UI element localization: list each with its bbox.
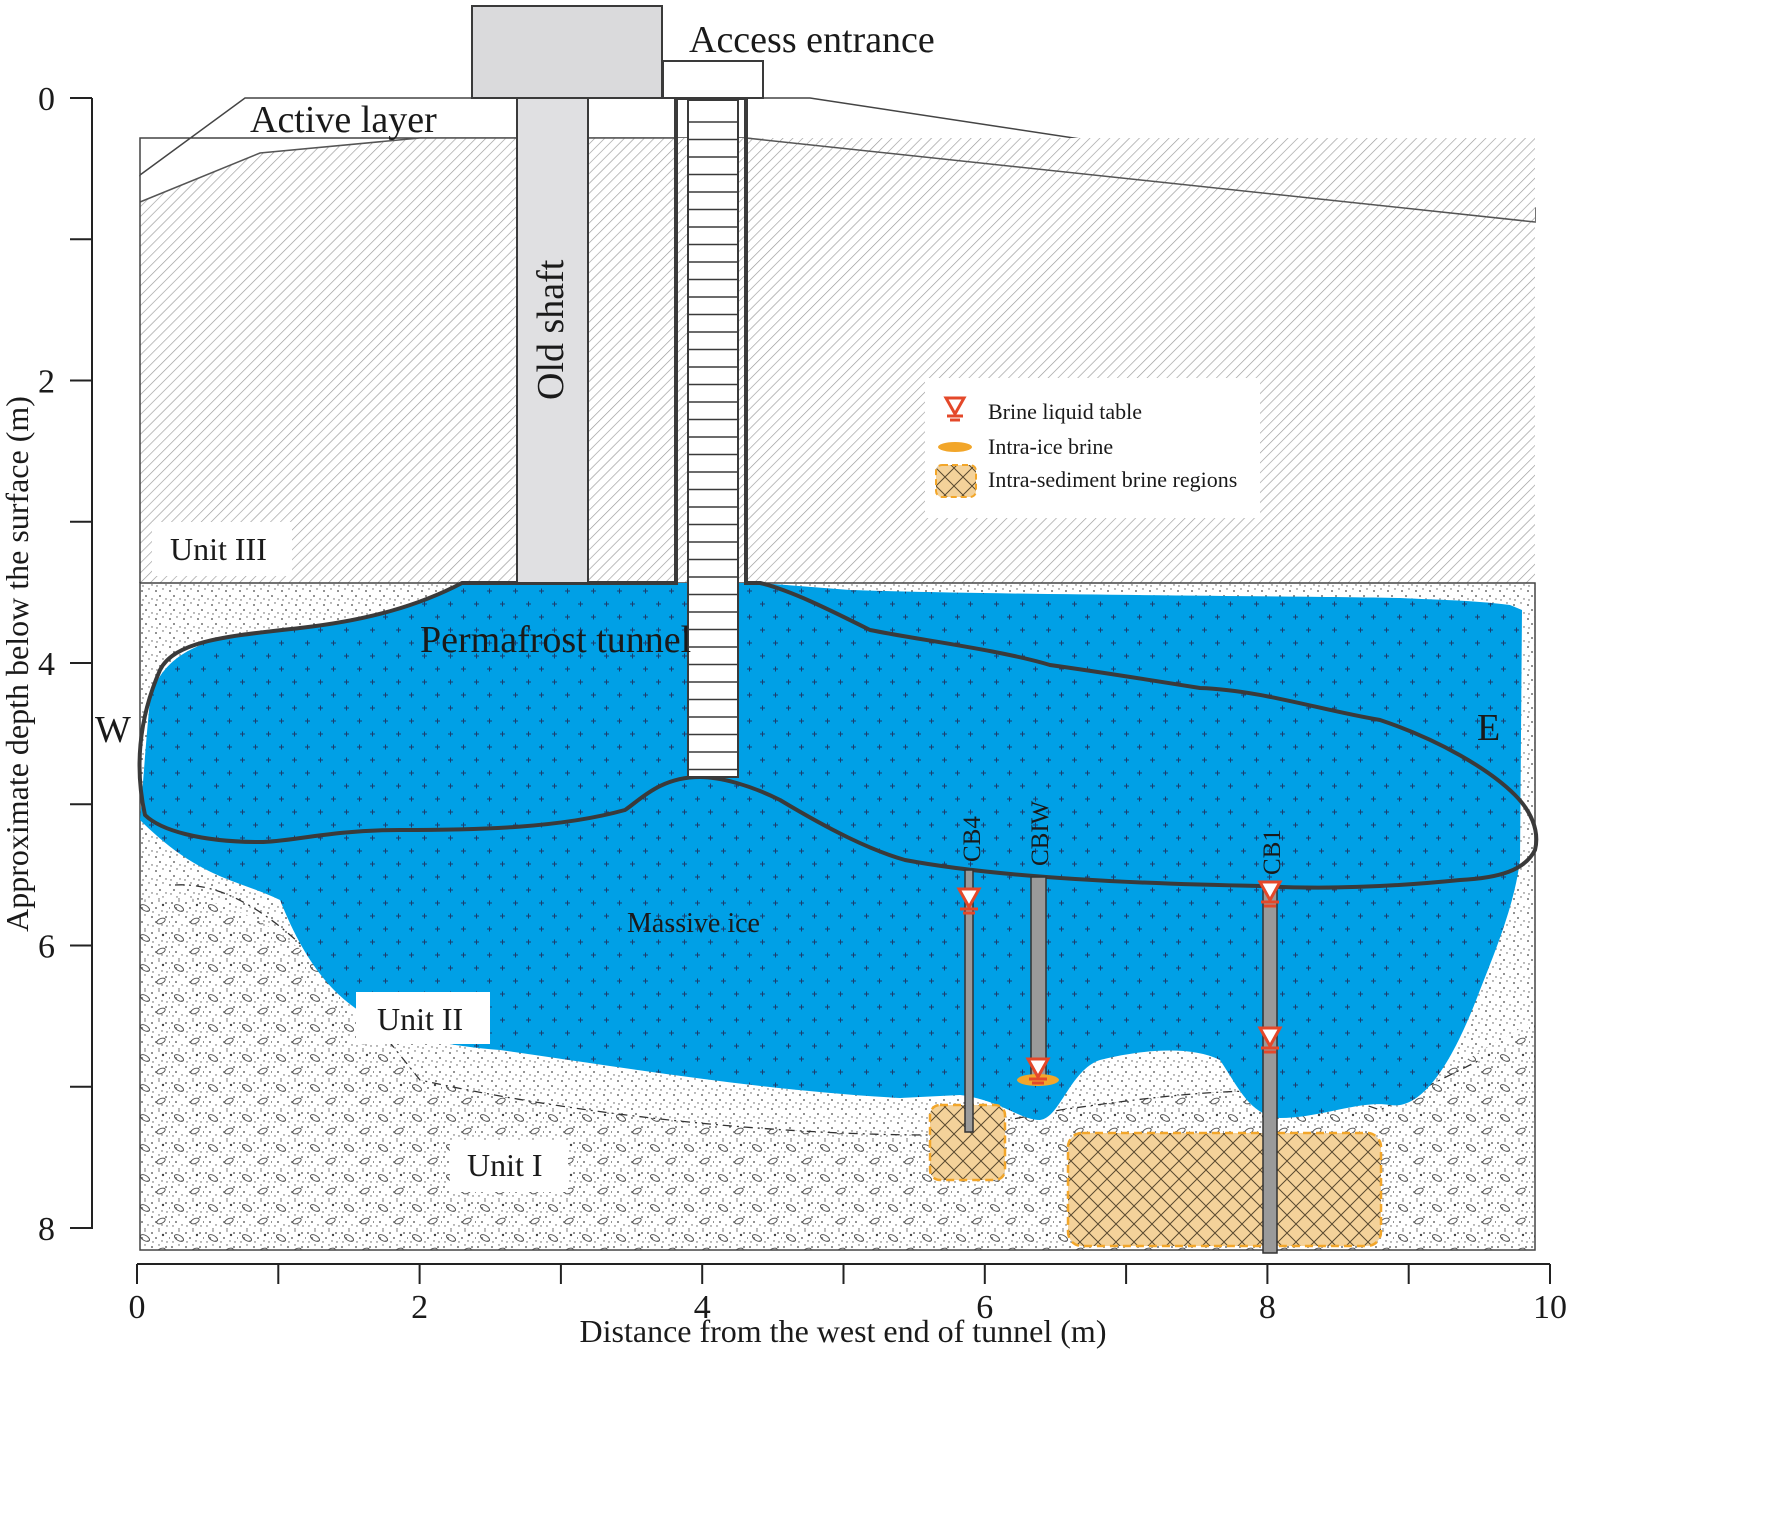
unit-iii-layer: [140, 138, 1535, 583]
x-tick-label: 6: [976, 1289, 993, 1326]
y-tick-label: 8: [38, 1211, 55, 1248]
x-axis-title: Distance from the west end of tunnel (m): [580, 1313, 1107, 1349]
intra-sediment-brine-icon: [935, 464, 977, 498]
y-tick-label: 4: [38, 646, 55, 683]
access-entrance-label: Access entrance: [689, 19, 935, 61]
legend-label-intra-ice-brine: Intra-ice brine: [988, 434, 1113, 459]
intra-ice-brine-icon: [938, 442, 972, 452]
unit-ii-label: Unit II: [377, 1001, 463, 1037]
intra-sediment-brine-region-2: [1066, 1131, 1383, 1248]
x-tick-label: 8: [1259, 1289, 1276, 1326]
east-label: E: [1477, 707, 1500, 749]
unit-i-label: Unit I: [467, 1147, 543, 1183]
massive-ice-label: Massive ice: [627, 908, 760, 939]
borehole-cb1: [1262, 884, 1278, 1254]
brine-liquid-table-marker-cb4: [956, 887, 982, 915]
y-axis: 0 2 4 6 8: [38, 81, 93, 1248]
y-tick-label: 2: [38, 364, 55, 401]
legend-label-intra-sediment-brine: Intra-sediment brine regions: [988, 467, 1237, 492]
y-axis-title: Approximate depth below the surface (m): [0, 396, 35, 932]
borehole-cb4: [964, 869, 974, 1133]
active-layer-label: Active layer: [250, 99, 437, 141]
x-tick-label: 2: [411, 1289, 428, 1326]
access-entrance-structure: [662, 60, 764, 99]
massive-ice: [140, 583, 1522, 1120]
permafrost-tunnel: [137, 96, 1539, 890]
x-axis: 0 2 4 6 8 10: [129, 1263, 1567, 1326]
borehole-cbiw: [1030, 876, 1047, 1078]
brine-liquid-table-icon: [943, 396, 967, 422]
ladder: [687, 99, 739, 778]
x-tick-label: 10: [1533, 1289, 1567, 1326]
x-tick-label: 4: [694, 1289, 711, 1326]
old-shaft-label: Old shaft: [530, 259, 572, 400]
brine-liquid-table-marker-cb1-lower: [1257, 1026, 1283, 1054]
borehole-label-cbiw: CBIW: [1027, 800, 1054, 866]
legend-label-brine-liquid-table: Brine liquid table: [988, 399, 1142, 424]
permafrost-tunnel-label: Permafrost tunnel: [420, 619, 691, 661]
legend: Brine liquid table Intra-ice brine Intra…: [925, 378, 1260, 518]
brine-liquid-table-marker-cbiw: [1025, 1057, 1051, 1085]
surface-building: [471, 5, 663, 99]
unit-iii-label: Unit III: [170, 531, 267, 567]
west-label: W: [95, 709, 131, 751]
y-tick-label: 0: [38, 81, 55, 118]
borehole-label-cb4: CB4: [959, 816, 986, 862]
borehole-label-cb1: CB1: [1259, 829, 1286, 875]
y-tick-label: 6: [38, 929, 55, 966]
x-tick-label: 0: [129, 1289, 146, 1326]
brine-liquid-table-marker-cb1-upper: [1257, 880, 1283, 908]
old-shaft: [516, 97, 589, 584]
